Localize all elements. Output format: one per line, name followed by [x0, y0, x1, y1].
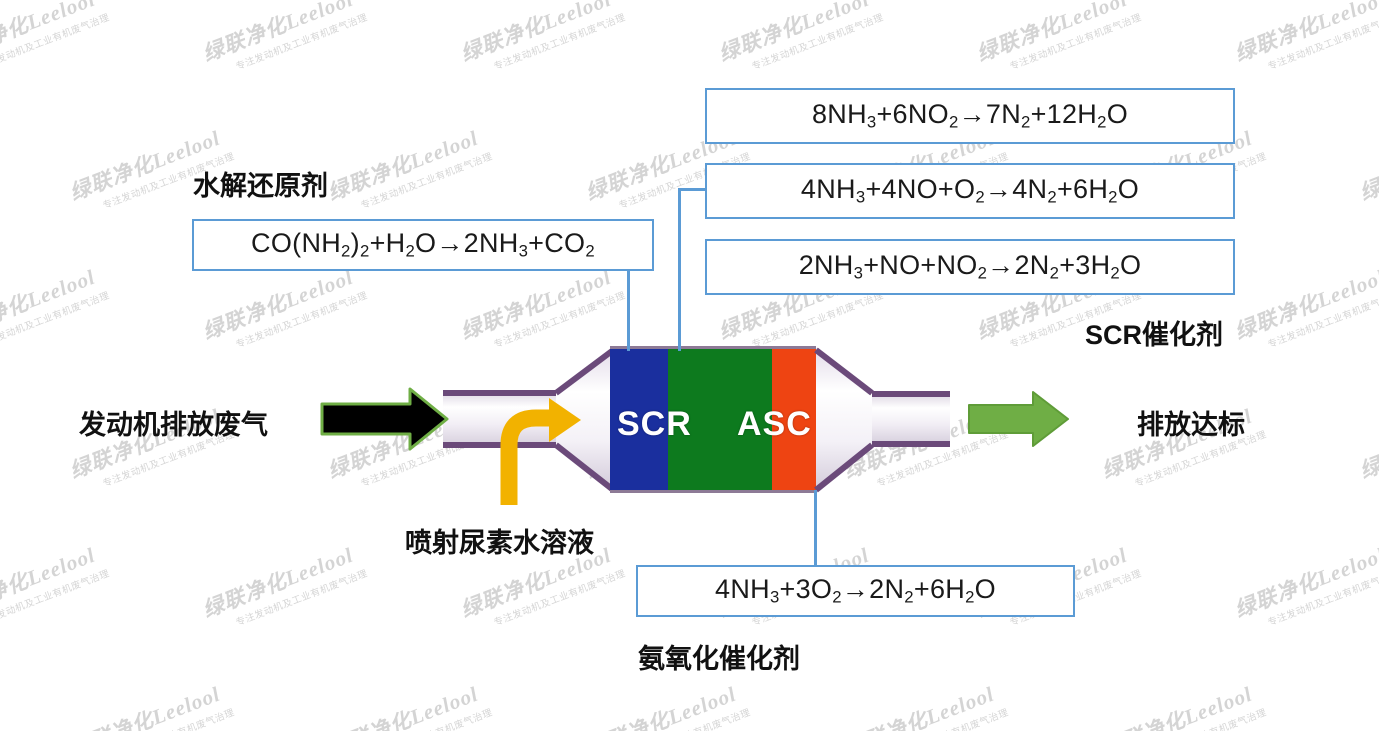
urea-injection-arrow-icon: [500, 398, 581, 505]
middle-band: [668, 348, 772, 492]
asc-band-label: ASC: [737, 405, 812, 443]
label-urea-injection: 喷射尿素水溶液: [405, 528, 594, 558]
equation-scr-2-text: 4NH3+4NO+O2→4N2+6H2O: [800, 174, 1140, 207]
equation-box-ammonia-oxidation: 4NH3+3O2→2N2+6H2O: [636, 565, 1075, 617]
connector-scr-bracket-stem: [678, 188, 681, 351]
label-ammonia-oxidation-catalyst: 氨氧化催化剂: [638, 644, 800, 674]
equation-box-scr-3: 2NH3+NO+NO2→2N2+3H2O: [705, 239, 1235, 295]
asc-band: [772, 348, 816, 492]
engine-exhaust-arrow-icon: [320, 387, 449, 451]
connector-scr-bracket-arm: [678, 188, 712, 191]
connector-hydrolysis: [627, 271, 630, 351]
equation-hydrolysis-text: CO(NH2)2+H2O→2NH3+CO2: [251, 228, 595, 261]
inlet-cone: [554, 348, 614, 492]
equation-box-hydrolysis: CO(NH2)2+H2O→2NH3+CO2: [192, 219, 654, 271]
equation-scr-1-text: 8NH3+6NO2→7N2+12H2O: [811, 99, 1129, 132]
outlet-cone: [814, 347, 874, 493]
equation-box-scr-2: 4NH3+4NO+O2→4N2+6H2O: [705, 163, 1235, 219]
equation-scr-3-text: 2NH3+NO+NO2→2N2+3H2O: [798, 250, 1142, 283]
label-scr-catalyst: SCR催化剂: [1085, 320, 1224, 350]
label-hydrolysis-reductant: 水解还原剂: [193, 171, 328, 201]
equation-ammonia-oxidation-text: 4NH3+3O2→2N2+6H2O: [715, 574, 996, 607]
outlet-pipe: [872, 391, 950, 447]
scr-band: [610, 348, 668, 492]
equation-box-scr-1: 8NH3+6NO2→7N2+12H2O: [705, 88, 1235, 144]
connector-ammonia-oxidation: [814, 490, 817, 565]
outlet-emission-arrow-icon: [968, 391, 1069, 447]
label-emission-compliant: 排放达标: [1137, 410, 1245, 440]
label-engine-exhaust: 发动机排放废气: [79, 410, 268, 440]
catalyst-housing: [610, 346, 816, 493]
scr-band-label: SCR: [617, 405, 692, 443]
